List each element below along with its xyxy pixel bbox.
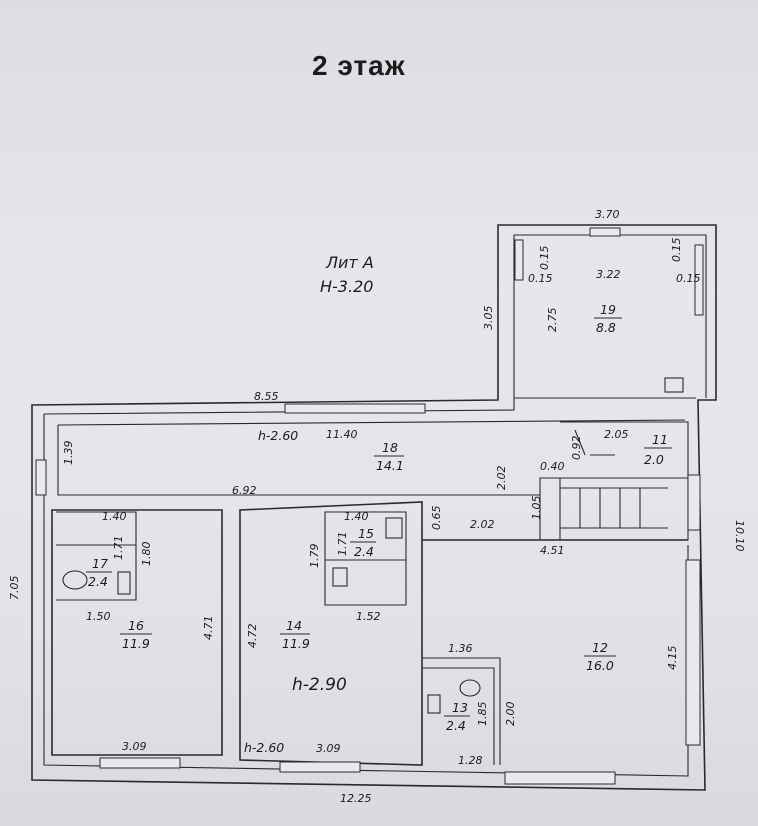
windows bbox=[35, 227, 704, 785]
dim-height: 7.05 bbox=[8, 576, 21, 601]
room13-area: 2.4 bbox=[446, 718, 466, 733]
room16-area: 11.9 bbox=[122, 636, 150, 651]
room11-dim-4: 1.05 bbox=[530, 496, 543, 521]
room19-area: 8.8 bbox=[596, 320, 616, 335]
room14-area: 11.9 bbox=[282, 636, 310, 651]
fixtures bbox=[62, 377, 684, 714]
room12-dim-2: 4.51 bbox=[540, 544, 565, 557]
room19-dim-2: 3.22 bbox=[596, 268, 621, 281]
room16-dim-2: 3.09 bbox=[122, 740, 147, 753]
room17-area: 2.4 bbox=[88, 574, 108, 589]
height-room14: h-2.90 bbox=[292, 675, 347, 695]
room19-dim-3: 3.05 bbox=[482, 306, 495, 331]
room12-number: 12 bbox=[592, 640, 608, 655]
room19-dim-6: 0.15 bbox=[528, 272, 553, 285]
room19-number: 19 bbox=[600, 302, 616, 317]
room17-dim-4: 1.50 bbox=[86, 610, 111, 623]
room15-dim-4: 1.52 bbox=[356, 610, 381, 623]
room15-dim-2: 1.79 bbox=[308, 544, 321, 569]
room19-dim-1: 3.70 bbox=[595, 208, 620, 221]
room11-dim-2: 0.92 bbox=[570, 436, 583, 461]
room14-dim-2: 3.09 bbox=[316, 742, 341, 755]
room13-dim-4: 1.28 bbox=[458, 754, 483, 767]
room12-dim-1: 2.02 bbox=[470, 518, 495, 531]
room17-number: 17 bbox=[92, 556, 108, 571]
room15-dim-3: 1.71 bbox=[336, 532, 349, 557]
liter-height: Н-3.20 bbox=[320, 277, 373, 296]
room19-dim-7: 0.15 bbox=[670, 238, 683, 263]
room11-dim-3: 0.40 bbox=[540, 460, 565, 473]
room17-dim-1: 1.40 bbox=[102, 510, 127, 523]
room13-dim-2: 2.00 bbox=[504, 702, 517, 727]
room12-area: 16.0 bbox=[586, 658, 614, 673]
room15-dim-1: 1.40 bbox=[344, 510, 369, 523]
room16-number: 16 bbox=[128, 618, 144, 633]
room14-dim-1: 4.72 bbox=[246, 624, 259, 649]
dim-top: 8.55 bbox=[254, 390, 279, 403]
room19-dim-8: 0.15 bbox=[676, 272, 701, 285]
height-corridor: h-2.60 bbox=[258, 428, 298, 443]
room18-dim-2: 2.02 bbox=[495, 466, 508, 491]
room18-area: 14.1 bbox=[376, 458, 404, 473]
dim-left-top: 1.39 bbox=[62, 441, 75, 466]
room12-dim-3: 4.15 bbox=[666, 646, 679, 671]
floor-title: 2 этаж bbox=[312, 50, 406, 81]
room19-dim-4: 2.75 bbox=[546, 308, 559, 333]
height-bottom: h-2.60 bbox=[244, 740, 284, 755]
liter-label: Лит А bbox=[325, 253, 374, 272]
room18-dim-1: 11.40 bbox=[326, 428, 358, 441]
room18-dim-3: 0.65 bbox=[430, 506, 443, 531]
dim-width: 12.25 bbox=[340, 792, 372, 805]
room13-dim-1: 1.36 bbox=[448, 642, 473, 655]
walls bbox=[31, 224, 717, 791]
room13-dim-3: 1.85 bbox=[476, 702, 489, 727]
room11-area: 2.0 bbox=[644, 452, 664, 467]
room16-dim-1: 4.71 bbox=[202, 616, 215, 641]
room13-number: 13 bbox=[452, 700, 468, 715]
room14-number: 14 bbox=[286, 618, 302, 633]
room17-dim-3: 1.80 bbox=[140, 542, 153, 567]
room15-number: 15 bbox=[358, 526, 374, 541]
room17-dim-2: 1.71 bbox=[112, 536, 125, 561]
room19-dim-5: 0.15 bbox=[538, 246, 551, 271]
room15-area: 2.4 bbox=[354, 544, 374, 559]
room11-dim-1: 2.05 bbox=[604, 428, 629, 441]
room18-dim-4: 6.92 bbox=[232, 484, 257, 497]
room11-number: 11 bbox=[652, 432, 668, 447]
stairs bbox=[559, 429, 668, 540]
dim-right: 10.10 bbox=[733, 520, 746, 552]
room18-number: 18 bbox=[382, 440, 398, 455]
